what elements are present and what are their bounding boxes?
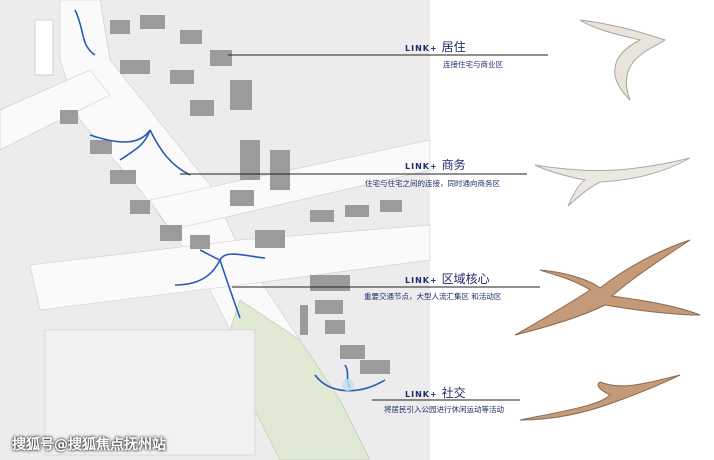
- bridge-business: [534, 157, 691, 207]
- bridge-residential: [579, 19, 667, 101]
- building-outline: [34, 19, 54, 76]
- leader-lines: [180, 54, 548, 401]
- link-title-business: LINK+商务: [405, 158, 466, 172]
- buildings: [60, 15, 402, 374]
- link-desc-business: 住宅与住宅之间的连接，同时通向商务区: [365, 179, 500, 188]
- link-title-core: LINK+区域核心: [405, 272, 490, 286]
- link-desc-core: 重要交通节点，大型人流汇集区 和活动区: [364, 292, 502, 301]
- link-title-social: LINK+社交: [405, 386, 466, 400]
- link-desc-social: 将居民引入公园进行休闲运动等活动: [384, 405, 504, 414]
- watermark: 搜狐号@搜狐焦点抚州站: [12, 437, 166, 453]
- link-desc-residential: 连接住宅与商业区: [443, 60, 503, 69]
- link-title-residential: LINK+居住: [405, 40, 466, 54]
- bridge-renderings: [514, 19, 701, 421]
- pedestrian-paths: [74, 9, 386, 392]
- park-lot: [44, 329, 256, 456]
- bridge-social: [519, 374, 681, 421]
- bridge-core: [514, 239, 701, 336]
